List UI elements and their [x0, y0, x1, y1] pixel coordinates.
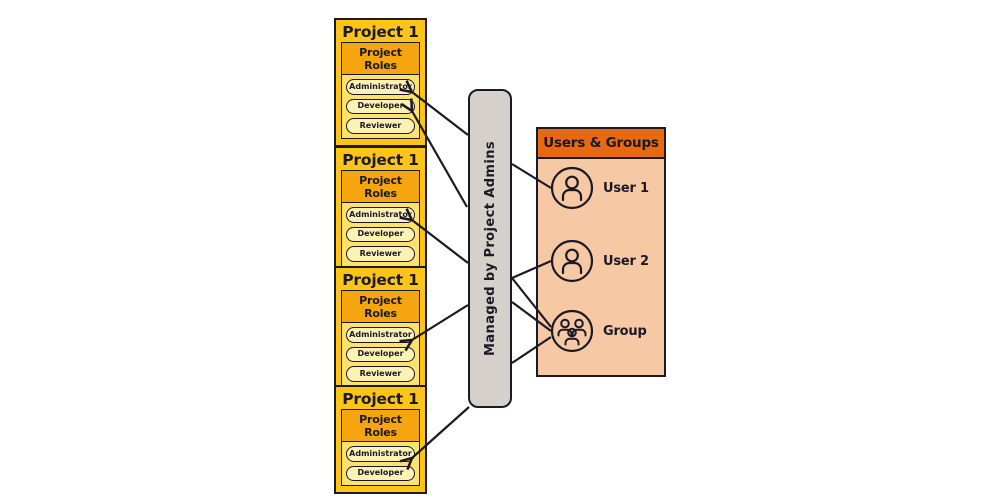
member-user-2: User 2	[550, 239, 649, 283]
user-icon	[550, 239, 594, 283]
role-pill: Developer	[346, 346, 415, 363]
role-pill: Administrator	[346, 327, 415, 343]
managed-by-bar: Managed by Project Admins	[468, 89, 512, 408]
member-group: Group	[550, 309, 647, 353]
users-groups-box: Users & Groups User 1 User 2 Group	[536, 127, 666, 377]
project-roles-header: Project Roles	[342, 410, 419, 442]
role-pill: Reviewer	[346, 118, 415, 135]
project-roles-header: Project Roles	[342, 43, 419, 75]
role-pill: Developer	[346, 98, 415, 115]
role-pill: Developer	[346, 465, 415, 482]
member-label: Group	[603, 323, 647, 339]
user-icon	[550, 166, 594, 210]
role-pill: Administrator	[346, 446, 415, 462]
group-icon	[550, 309, 594, 353]
project-title: Project 1	[342, 151, 419, 169]
managed-by-label: Managed by Project Admins	[482, 141, 498, 356]
role-pill: Administrator	[346, 79, 415, 95]
project-title: Project 1	[342, 271, 419, 289]
member-user-1: User 1	[550, 166, 649, 210]
role-pill: Developer	[346, 226, 415, 243]
project-roles-header: Project Roles	[342, 171, 419, 203]
role-pill: Reviewer	[346, 366, 415, 383]
project-title: Project 1	[342, 23, 419, 41]
member-label: User 2	[603, 253, 649, 269]
role-pill: Administrator	[346, 207, 415, 223]
role-pill: Reviewer	[346, 246, 415, 263]
project-roles-header: Project Roles	[342, 291, 419, 323]
project-title: Project 1	[342, 390, 419, 408]
member-label: User 1	[603, 180, 649, 196]
users-groups-header: Users & Groups	[538, 129, 664, 159]
